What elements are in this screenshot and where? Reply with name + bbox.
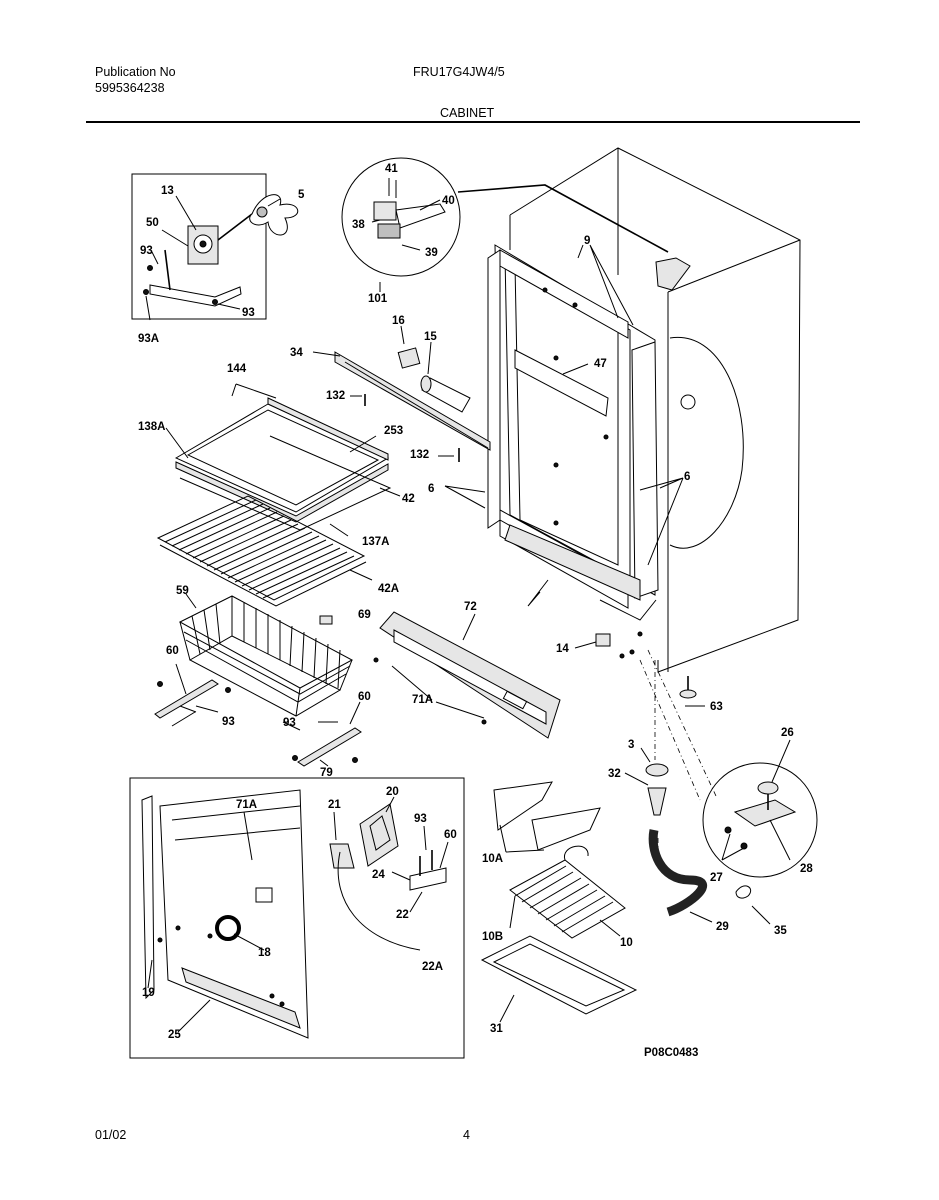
callout-label: 16 xyxy=(392,315,405,327)
damper-leader xyxy=(457,184,669,253)
header-rule xyxy=(86,121,860,123)
callout-label: 18 xyxy=(258,947,271,959)
callout-labels: 13 5 50 93 93 93A 41 40 38 39 101 9 16 1… xyxy=(138,163,813,1059)
callout-label: 93A xyxy=(138,333,159,345)
callout-label: 29 xyxy=(716,921,729,933)
callout-label: 132 xyxy=(410,449,429,461)
callout-label: 41 xyxy=(385,163,398,175)
callout-label: 31 xyxy=(490,1023,503,1035)
drain-parts xyxy=(624,747,713,923)
callout-label: 60 xyxy=(166,645,179,657)
callout-label: 15 xyxy=(424,331,437,343)
callout-label: 47 xyxy=(594,358,607,370)
callout-label: 6 xyxy=(684,471,690,483)
callout-label: 93 xyxy=(414,813,427,825)
kickplate xyxy=(373,611,643,739)
callout-label: 24 xyxy=(372,869,385,881)
damper-inset xyxy=(341,157,461,292)
callout-label: 60 xyxy=(444,829,457,841)
model-number: FRU17G4JW4/5 xyxy=(413,65,505,79)
callout-label: 137A xyxy=(362,536,390,548)
callout-label: 9 xyxy=(584,235,590,247)
callout-label: 6 xyxy=(428,483,434,495)
callout-label: 10B xyxy=(482,931,503,943)
callout-label: 93 xyxy=(242,307,255,319)
callout-label: 34 xyxy=(290,347,303,359)
footer-date: 01/02 xyxy=(95,1128,127,1142)
callout-label: 3 xyxy=(628,739,634,751)
callout-label: 93 xyxy=(283,717,296,729)
callout-label: 144 xyxy=(227,363,247,375)
callout-label: 22A xyxy=(422,961,443,973)
callout-label: 42 xyxy=(402,493,415,505)
evaporator-cover-parts xyxy=(312,325,491,462)
callout-label: 35 xyxy=(774,925,787,937)
callout-label: 40 xyxy=(442,195,455,207)
drawing-code: P08C0483 xyxy=(644,1047,698,1059)
callout-label: 93 xyxy=(140,245,153,257)
callout-label: 50 xyxy=(146,217,159,229)
callout-label: 10 xyxy=(620,937,633,949)
callout-label: 38 xyxy=(352,219,365,231)
rail-47 xyxy=(514,349,609,417)
callout-label: 10A xyxy=(482,853,503,865)
callout-label: 59 xyxy=(176,585,189,597)
callout-label: 71A xyxy=(236,799,257,811)
callout-label: 19 xyxy=(142,987,155,999)
callout-label: 20 xyxy=(386,786,399,798)
callout-label: 5 xyxy=(298,189,305,201)
publication-label: Publication No xyxy=(95,65,176,79)
callout-label: 26 xyxy=(781,727,794,739)
wire-basket xyxy=(178,593,354,717)
fan-motor-inset xyxy=(131,173,298,321)
page-number: 4 xyxy=(463,1128,470,1142)
callout-label: 132 xyxy=(326,390,345,402)
callout-label: 42A xyxy=(378,583,399,595)
callout-label: 138A xyxy=(138,421,166,433)
callout-label: 28 xyxy=(800,863,813,875)
callout-label: 72 xyxy=(464,601,477,613)
evaporator-cover-inset xyxy=(129,777,465,1059)
callout-label: 27 xyxy=(710,872,723,884)
callout-label: 13 xyxy=(161,185,174,197)
callout-label: 63 xyxy=(710,701,723,713)
section-title: CABINET xyxy=(440,106,495,120)
callout-label: 93 xyxy=(222,716,235,728)
defrost-heater xyxy=(480,781,638,1023)
callout-label: 79 xyxy=(320,767,333,779)
callout-label: 69 xyxy=(358,609,371,621)
publication-number: 5995364238 xyxy=(95,81,165,95)
callout-label: 21 xyxy=(328,799,341,811)
callout-label: 32 xyxy=(608,768,621,780)
callout-label: 71A xyxy=(412,694,433,706)
shelf-assembly xyxy=(156,383,401,607)
drain-heater-inset xyxy=(702,739,818,925)
callout-label: 60 xyxy=(358,691,371,703)
callout-label: 25 xyxy=(168,1029,181,1041)
callout-label: 253 xyxy=(384,425,403,437)
callout-label: 22 xyxy=(396,909,409,921)
basket-slides xyxy=(154,663,362,767)
cabinet-body xyxy=(487,147,801,699)
callout-label: 14 xyxy=(556,643,569,655)
callout-label: 39 xyxy=(425,247,438,259)
callout-label: 101 xyxy=(368,293,388,305)
